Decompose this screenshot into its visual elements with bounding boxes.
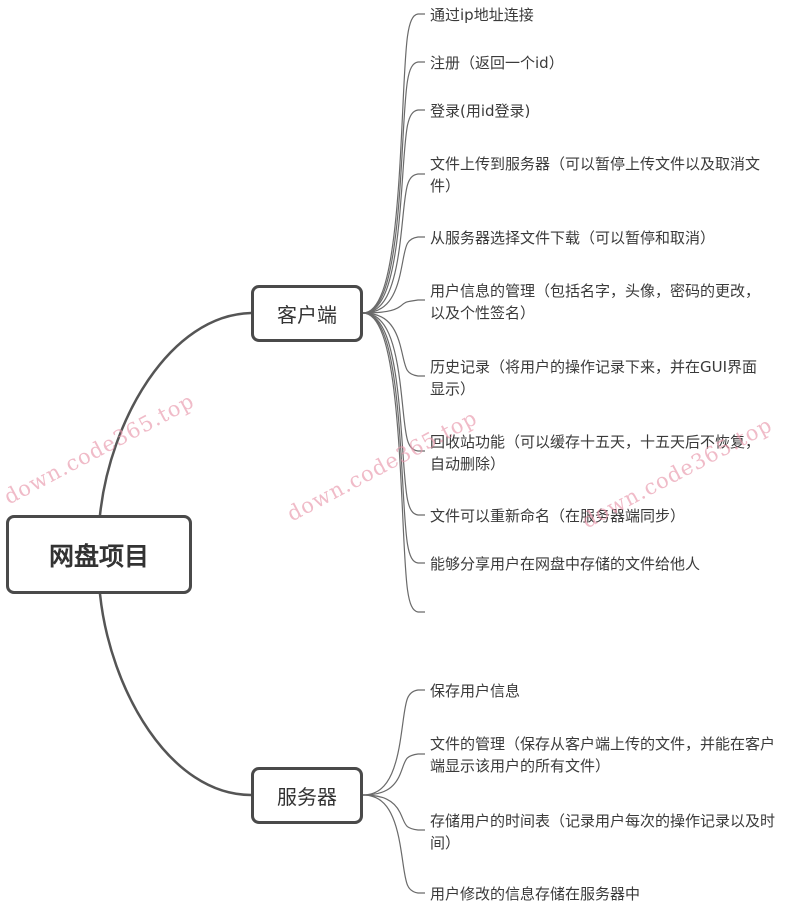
branch-label-server: 服务器: [277, 785, 337, 809]
client-connector-9: [362, 312, 425, 564]
client-connector-2: [362, 109, 425, 314]
root-label: 网盘项目: [48, 541, 149, 571]
server-connector-2: [362, 794, 425, 831]
client-connector-6: [362, 312, 425, 377]
client-connector-8: [362, 312, 425, 516]
client-leaf-rename[interactable]: 文件可以重新命名（在服务器端同步）: [430, 507, 686, 525]
root-node[interactable]: 网盘项目: [6, 515, 192, 594]
client-leaf-user-info[interactable]: 用户信息的管理（包括名字，头像，密码的更改，以及个性签名）: [430, 282, 761, 322]
server-leaf-timetable[interactable]: 存储用户的时间表（记录用户每次的操作记录以及时间）: [430, 812, 776, 852]
client-leaf-download[interactable]: 从服务器选择文件下载（可以暂停和取消）: [430, 229, 716, 247]
client-leaf-recycle-bin[interactable]: 回收站功能（可以缓存十五天，十五天后不恢复，自动删除）: [430, 433, 761, 473]
client-connector-3: [362, 173, 425, 314]
client-leaf-register[interactable]: 注册（返回一个id）: [430, 54, 564, 72]
server-leaf-save-user-info[interactable]: 保存用户信息: [430, 682, 521, 700]
connector-root-server: [98, 592, 253, 797]
client-connector-1: [362, 61, 425, 314]
server-connector-1: [362, 753, 425, 796]
client-leaf-ip-connect[interactable]: 通过ip地址连接: [430, 6, 534, 24]
branch-node-server[interactable]: 服务器: [251, 767, 363, 824]
client-connector-5: [362, 299, 425, 314]
client-connector-7: [362, 312, 425, 452]
server-connector-0: [362, 689, 425, 796]
server-leaf-file-management[interactable]: 文件的管理（保存从客户端上传的文件，并能在客户端显示该用户的所有文件）: [430, 735, 776, 775]
client-leaf-login[interactable]: 登录(用id登录): [430, 102, 531, 120]
client-leaf-upload[interactable]: 文件上传到服务器（可以暂停上传文件以及取消文件）: [430, 155, 761, 195]
client-connector-0: [362, 13, 425, 314]
client-branch-lines: [362, 13, 425, 613]
client-connector-4: [362, 236, 425, 314]
connector-root-client: [98, 311, 253, 517]
client-leaf-history[interactable]: 历史记录（将用户的操作记录下来，并在GUI界面显示）: [430, 358, 758, 398]
server-leaf-modified-info[interactable]: 用户修改的信息存储在服务器中: [430, 885, 641, 903]
client-leaf-share[interactable]: 能够分享用户在网盘中存储的文件给他人: [430, 555, 701, 573]
server-branch-lines: [362, 689, 425, 894]
server-connector-3: [362, 794, 425, 894]
branch-label-client: 客户端: [277, 303, 337, 327]
client-connector-10: [362, 312, 425, 613]
branch-node-client[interactable]: 客户端: [251, 285, 363, 342]
